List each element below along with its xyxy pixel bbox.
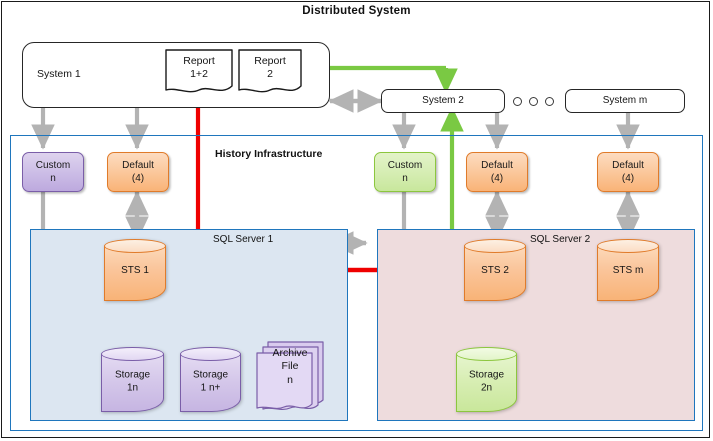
archive-file-label: Archive File n — [272, 347, 308, 386]
system-m-label: System m — [602, 94, 648, 106]
ellipsis-dots — [513, 97, 554, 106]
dot-2 — [529, 97, 538, 106]
history-infrastructure-label: History Infrastructure — [215, 148, 323, 160]
service-default-4-1[interactable]: Default (4) — [107, 152, 169, 192]
sql-server-2-label: SQL Server 2 — [530, 234, 591, 245]
dot-1 — [513, 97, 522, 106]
cylinder-body — [180, 354, 241, 412]
report-2-document[interactable]: Report 2 — [238, 49, 302, 96]
cylinder-body — [456, 354, 517, 412]
database-sts-2[interactable]: STS 2 — [464, 239, 526, 301]
sql-server-1-label: SQL Server 1 — [213, 234, 274, 245]
history-infrastructure-container — [10, 135, 703, 431]
database-sts-m-label: STS m — [612, 265, 644, 277]
system-1-label: System 1 — [37, 68, 81, 81]
database-sts-2-label: STS 2 — [481, 265, 509, 277]
service-default-4-2[interactable]: Default (4) — [466, 152, 528, 192]
database-sts-1-label: STS 1 — [121, 265, 149, 277]
cylinder-body — [104, 246, 166, 301]
storage-1n-plus[interactable]: Storage 1 n+ — [180, 347, 241, 412]
cylinder-body — [464, 246, 526, 301]
cylinder-top — [180, 347, 241, 361]
database-sts-m[interactable]: STS m — [597, 239, 659, 301]
service-default-4-3[interactable]: Default (4) — [597, 152, 659, 192]
database-sts-1[interactable]: STS 1 — [104, 239, 166, 301]
cylinder-top — [597, 239, 659, 253]
system-m-box[interactable]: System m — [565, 89, 685, 113]
service-custom-n-1[interactable]: Custom n — [22, 152, 84, 192]
report-2-label: Report 2 — [254, 55, 286, 81]
storage-1n-plus-label: Storage 1 n+ — [192, 368, 229, 393]
cylinder-top — [104, 239, 166, 253]
dot-3 — [545, 97, 554, 106]
service-custom-n-2[interactable]: Custom n — [374, 152, 436, 192]
storage-1n-label: Storage 1n — [114, 368, 151, 393]
cylinder-top — [464, 239, 526, 253]
report-1-2-document[interactable]: Report 1+2 — [165, 49, 233, 96]
cylinder-body — [597, 246, 659, 301]
storage-2n[interactable]: Storage 2n — [456, 347, 517, 412]
cylinder-top — [101, 347, 164, 361]
report-1-2-label: Report 1+2 — [183, 55, 215, 81]
archive-file-stack[interactable]: Archive File n — [254, 338, 326, 414]
storage-2n-label: Storage 2n — [468, 368, 505, 393]
cylinder-body — [101, 354, 164, 412]
cylinder-top — [456, 347, 517, 361]
page-title: Distributed System — [302, 5, 411, 17]
storage-1n[interactable]: Storage 1n — [101, 347, 164, 412]
system-2-label: System 2 — [422, 94, 464, 106]
system-2-box[interactable]: System 2 — [381, 89, 505, 113]
